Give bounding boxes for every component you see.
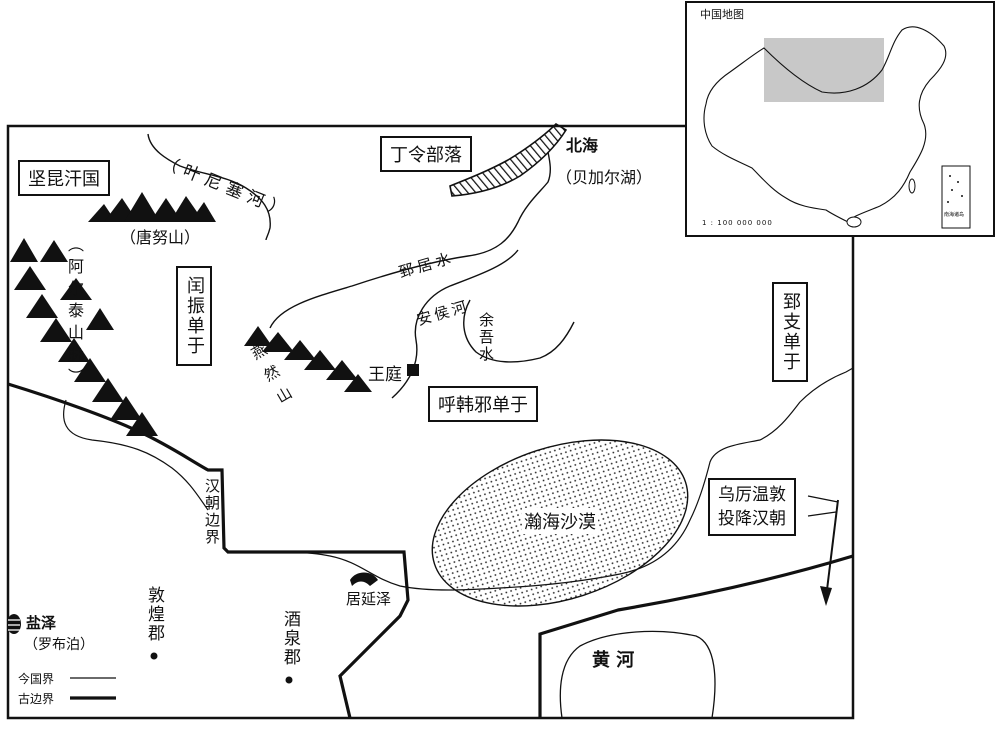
tangnu-label: （唐努山） (120, 228, 201, 247)
inset-nanhai-box (941, 165, 971, 229)
dunhuang-dot (150, 652, 158, 660)
inset-scale: 1 : 100 000 000 (702, 219, 773, 227)
jiuquan-dot (285, 676, 293, 684)
legend-modern-label: 今国界 (18, 672, 55, 686)
yuwu-label: 余吾水 (477, 312, 495, 363)
dunhuang-label: 敦煌郡 (144, 586, 164, 643)
yenisei-river (147, 133, 271, 241)
inset-highlight (764, 38, 884, 102)
yanze-label: 盐泽 (26, 614, 57, 632)
han-border-label: 汉朝边界 (203, 478, 221, 546)
inset-nanhai-label: 南海诸岛 (944, 212, 965, 218)
wuli-label: 乌厉温敦 投降汉朝 (708, 478, 796, 536)
ancient-border-east (538, 554, 854, 718)
juyan-label: 居延泽 (346, 590, 392, 608)
yanze-lake (7, 614, 21, 634)
inset-taiwan (908, 178, 916, 194)
zhizhi-label: 郅支单于 (772, 282, 808, 382)
inset-title: 中国地图 (700, 8, 744, 21)
capital-marker (407, 364, 419, 376)
jiuquan-label: 酒泉郡 (280, 610, 300, 667)
beihai-label: 北海 (566, 136, 599, 155)
huhanye-label: 呼韩邪单于 (428, 386, 538, 422)
yanran-mountains (244, 326, 372, 392)
jiankun-label: 坚昆汗国 (18, 160, 110, 196)
wuli-leader-2 (807, 511, 837, 517)
legend-ancient-label: 古边界 (18, 692, 55, 706)
tangnu-mountains (88, 192, 216, 222)
wuli-arrow-head (820, 586, 832, 606)
inset-hainan (846, 216, 862, 228)
inset-nanhai-dots (947, 175, 963, 203)
yuwu-river (463, 299, 575, 363)
baikal-lake (449, 122, 568, 197)
wuli-leader-1 (807, 495, 839, 503)
ziju-river (269, 151, 551, 329)
lopnur-label: （罗布泊） (24, 637, 94, 653)
yellow-river-label: 黄 河 (592, 650, 635, 671)
wuli-arrow-line (825, 499, 839, 599)
altai-label: （阿尔泰山脉） (65, 236, 84, 390)
juyan-lake (350, 572, 378, 586)
baikal-label: （贝加尔湖） (556, 168, 653, 187)
dingling-label: 丁令部落 (380, 136, 472, 172)
inset-china-outline (703, 26, 947, 223)
wuli-label-line-1: 乌厉温敦 (718, 485, 786, 505)
ancient-border (7, 382, 410, 719)
capital-label: 王庭 (368, 365, 402, 385)
runzhen-label: 闰振单于 (176, 266, 212, 366)
altai-mountains (10, 238, 158, 436)
desert-label: 瀚海沙漠 (522, 508, 598, 534)
wuli-label-line-2: 投降汉朝 (718, 509, 786, 529)
yellow-river (559, 630, 716, 719)
